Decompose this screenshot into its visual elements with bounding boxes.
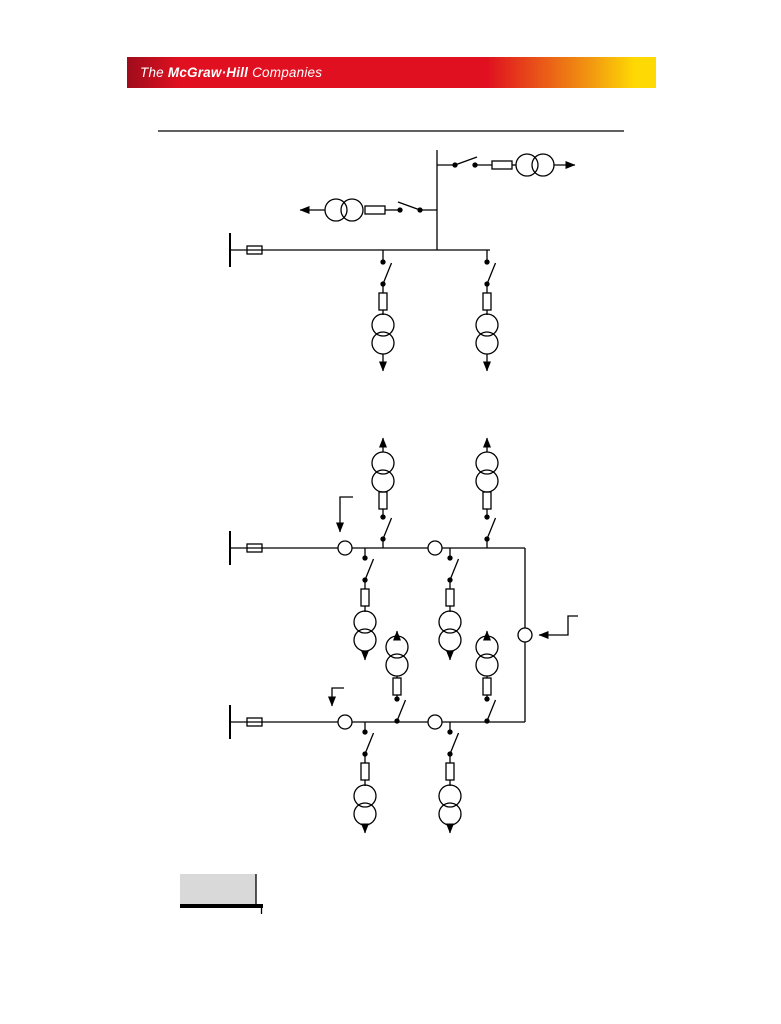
bus-top [229,233,490,267]
bus-upper [229,531,525,565]
gray-box [180,874,256,904]
incoming-source [371,437,395,548]
transformer-icon [353,784,377,826]
mcgraw-hill-banner: The McGraw·Hill Companies [127,57,656,88]
fuse-icon [364,205,386,215]
load-drop [353,722,377,834]
load-drop [438,548,462,661]
transformer-icon [438,610,462,652]
diagram-bottom-secondary-selective [229,437,578,834]
diagram-top-radial [229,150,576,372]
corner-logo-block [180,874,263,914]
branch-out-left [299,198,437,222]
transformer-icon [475,451,499,493]
fuse-icon [482,677,492,696]
fuse-icon [482,491,492,510]
transformer-icon [438,784,462,826]
load-drop [353,548,377,661]
callout-arrow [336,496,353,533]
transformer-icon [324,198,364,222]
fuse-icon [392,677,402,696]
disconnect-switch-icon [447,729,460,757]
tie-node-icon [517,627,533,643]
transformer-icon [371,451,395,493]
disconnect-switch-icon [394,696,407,724]
fuse-icon [445,588,455,607]
disconnect-switch-icon [397,201,423,213]
bus-lower [229,705,525,739]
fuse-icon [482,292,492,311]
tie-node-icon [427,540,443,556]
fuse-icon [378,491,388,510]
tie-node-icon [337,714,353,730]
bus-device [246,245,263,255]
fuse-icon [360,588,370,607]
fuse-icon [360,762,370,781]
bus-tie [517,548,533,722]
disconnect-switch-icon [380,514,393,542]
disconnect-switch-icon [484,514,497,542]
disconnect-switch-icon [362,729,375,757]
incoming-source [475,437,499,548]
fuse-icon [378,292,388,311]
disconnect-switch-icon [362,555,375,583]
callout-arrow [538,615,578,639]
disconnect-switch-icon [484,696,497,724]
banner-text-brand: McGraw·Hill [167,65,249,80]
disconnect-switch-icon [452,156,478,168]
banner-text-companies: Companies [252,65,323,80]
incoming-source [475,630,499,724]
disconnect-switch-icon [484,259,497,287]
feeder-drop [475,250,499,372]
transformer-icon [475,313,499,355]
feeder-drop [371,250,395,372]
transformer-icon [353,610,377,652]
transformer-icon [385,635,409,677]
fuse-icon [491,160,513,170]
tie-node-icon [337,540,353,556]
banner-text-the: The [140,65,164,80]
transformer-icon [475,635,499,677]
incoming-source [385,630,409,724]
fuse-icon [445,762,455,781]
branch-out-right [437,153,576,177]
bus-device [246,543,263,553]
disconnect-switch-icon [380,259,393,287]
transformer-icon [515,153,555,177]
callout-arrow [328,687,344,707]
tie-node-icon [427,714,443,730]
transformer-icon [371,313,395,355]
load-drop [438,722,462,834]
disconnect-switch-icon [447,555,460,583]
bus-device [246,717,263,727]
